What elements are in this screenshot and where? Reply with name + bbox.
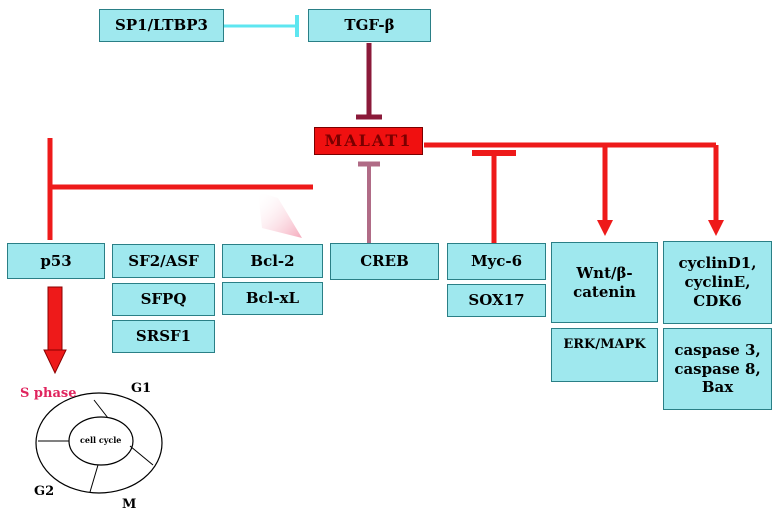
node-bcl-xl: Bcl-xL (222, 282, 323, 315)
node-malat1: MALAT1 (314, 127, 423, 155)
m-label: M (122, 497, 137, 512)
node-creb: CREB (330, 243, 439, 280)
node-sox17: SOX17 (447, 284, 546, 317)
node-srsf1: SRSF1 (112, 320, 215, 353)
cyclin-arrowhead (708, 220, 724, 236)
node-sp1-ltbp3: SP1/LTBP3 (99, 9, 224, 42)
node-bcl-2: Bcl-2 (222, 244, 323, 278)
node-sfpq: SFPQ (112, 283, 215, 316)
wnt-arrowhead (597, 220, 613, 236)
s-phase-label: S phase (20, 386, 77, 401)
node-caspases: caspase 3, caspase 8, Bax (663, 328, 772, 410)
node-erk-mapk: ERK/MAPK (551, 328, 658, 382)
cell-cycle-center-label: cell cycle (80, 435, 122, 445)
p53-cell-cycle-arrow-shaft (47, 286, 63, 352)
decorative-glow-shape (258, 192, 302, 238)
cell-cycle-divider-2 (93, 399, 109, 419)
cell-cycle-divider-3 (129, 445, 154, 466)
node-p53: p53 (7, 243, 105, 279)
cell-cycle-divider-4 (89, 464, 99, 493)
g1-label: G1 (131, 381, 152, 396)
node-myc-6: Myc-6 (447, 243, 546, 280)
node-cyclins: cyclinD1, cyclinE, CDK6 (663, 241, 772, 324)
node-sf2-asf: SF2/ASF (112, 244, 215, 278)
node-tgf-beta: TGF-β (308, 9, 431, 42)
g2-label: G2 (34, 484, 55, 499)
node-wnt-beta-catenin: Wnt/β- catenin (551, 242, 658, 323)
p53-cell-cycle-arrowhead (43, 349, 67, 375)
